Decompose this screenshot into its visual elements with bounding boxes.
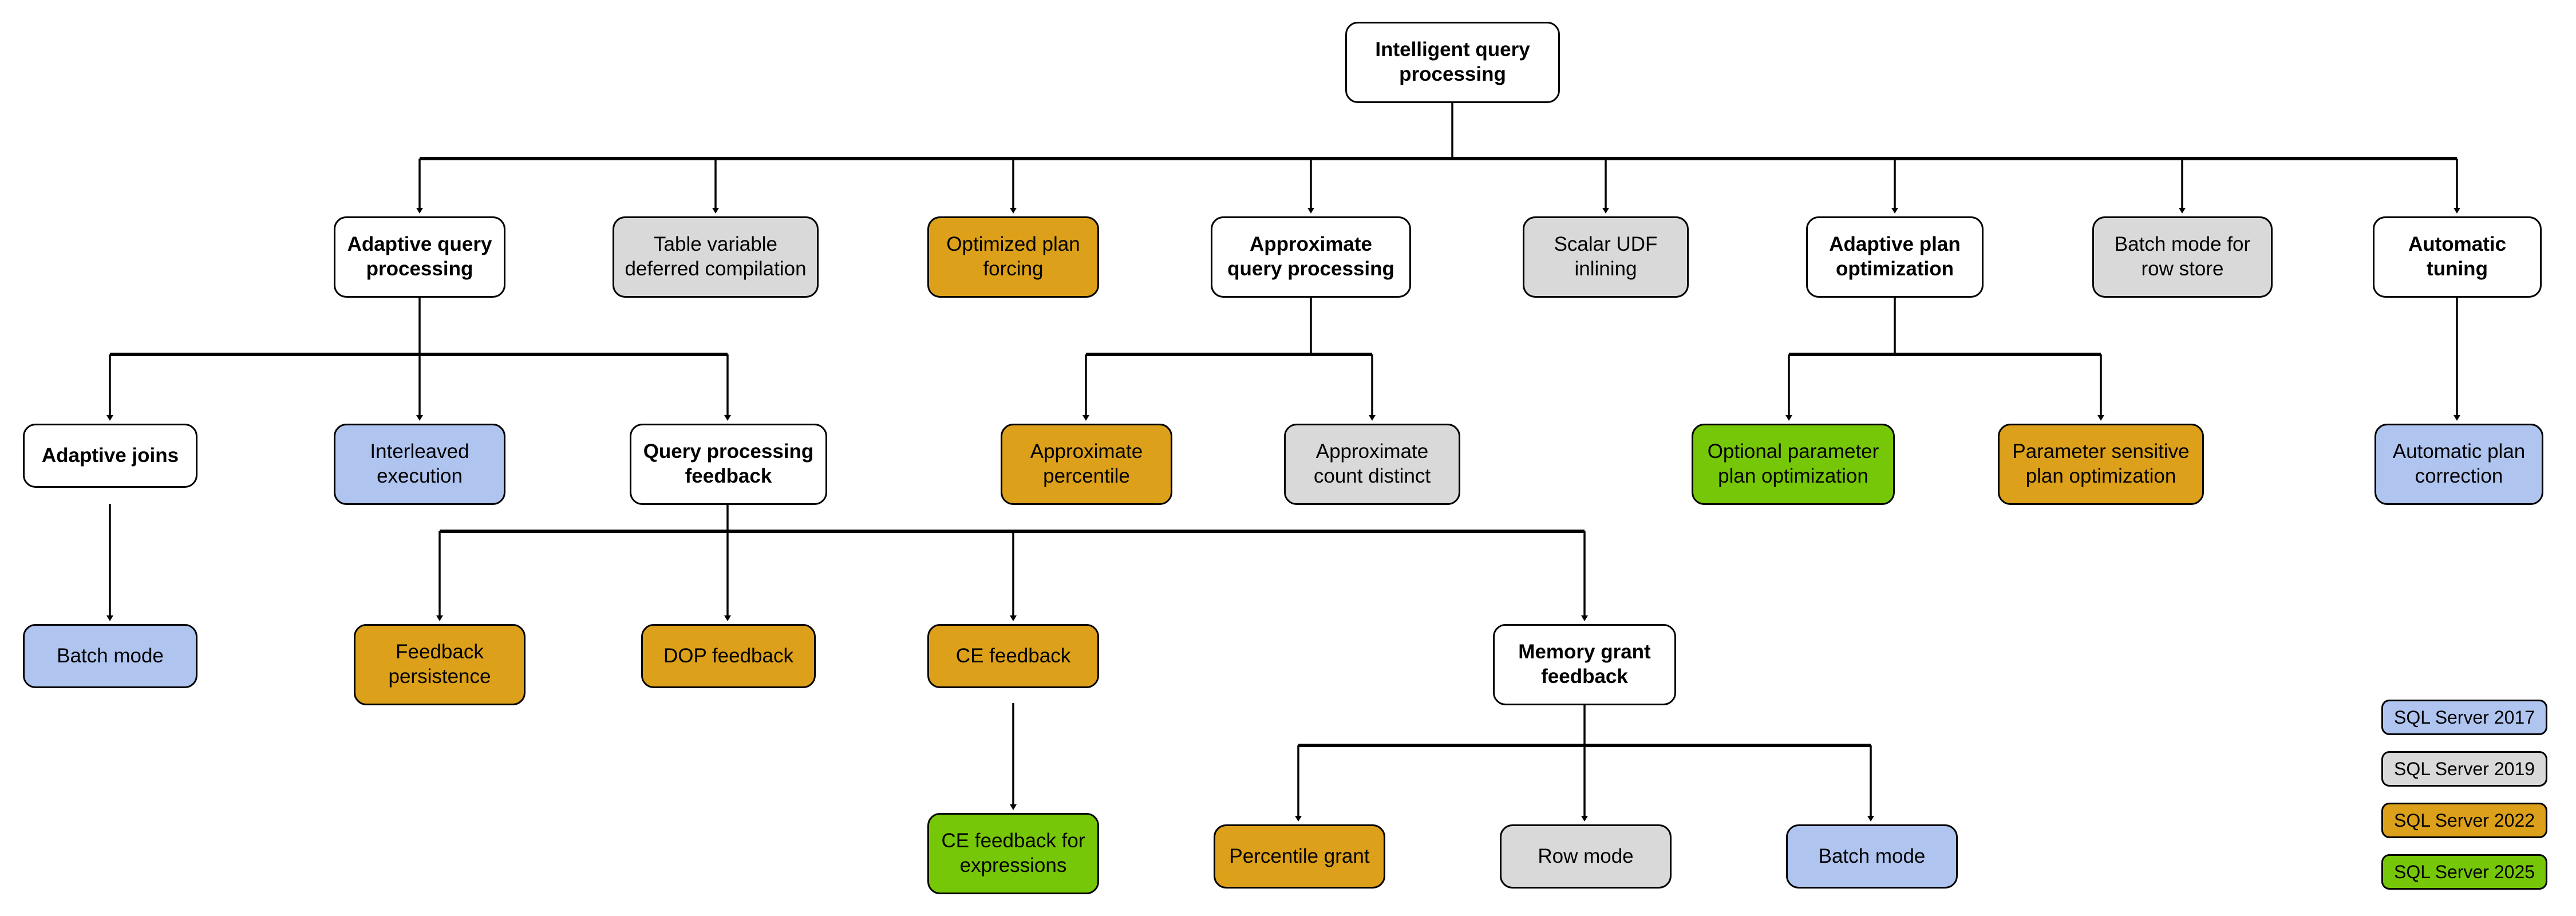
node-batch-mode-memory-grant[interactable]: Batch mode: [1786, 824, 1958, 889]
node-adaptive-plan-optimization[interactable]: Adaptive plan optimization: [1806, 216, 1984, 298]
node-adaptive-query-processing[interactable]: Adaptive query processing: [334, 216, 505, 298]
node-batch-mode-for-row-store[interactable]: Batch mode for row store: [2092, 216, 2273, 298]
node-approximate-percentile[interactable]: Approximate percentile: [1001, 424, 1172, 505]
node-interleaved-execution[interactable]: Interleaved execution: [334, 424, 505, 505]
node-approximate-count-distinct[interactable]: Approximate count distinct: [1284, 424, 1460, 505]
node-ce-feedback[interactable]: CE feedback: [927, 624, 1099, 688]
node-query-processing-feedback[interactable]: Query processing feedback: [630, 424, 827, 505]
node-ce-feedback-for-expressions[interactable]: CE feedback for expressions: [927, 813, 1099, 894]
node-adaptive-joins[interactable]: Adaptive joins: [23, 424, 197, 488]
node-optional-parameter-plan-optimization[interactable]: Optional parameter plan optimization: [1692, 424, 1895, 505]
legend-item-sql-server-2017: SQL Server 2017: [2381, 700, 2547, 735]
node-approximate-query-processing[interactable]: Approximate query processing: [1211, 216, 1411, 298]
node-scalar-udf-inlining[interactable]: Scalar UDF inlining: [1523, 216, 1689, 298]
node-table-variable-deferred-compilation[interactable]: Table variable deferred compilation: [613, 216, 819, 298]
node-percentile-grant[interactable]: Percentile grant: [1214, 824, 1385, 889]
node-memory-grant-feedback[interactable]: Memory grant feedback: [1493, 624, 1676, 705]
node-feedback-persistence[interactable]: Feedback persistence: [354, 624, 526, 705]
legend-item-sql-server-2025: SQL Server 2025: [2381, 854, 2547, 890]
legend-item-sql-server-2022: SQL Server 2022: [2381, 803, 2547, 838]
node-automatic-plan-correction[interactable]: Automatic plan correction: [2374, 424, 2543, 505]
node-batch-mode-adaptive-joins[interactable]: Batch mode: [23, 624, 197, 688]
node-intelligent-query-processing[interactable]: Intelligent query processing: [1345, 22, 1560, 103]
node-parameter-sensitive-plan-optimization[interactable]: Parameter sensitive plan optimization: [1998, 424, 2204, 505]
node-row-mode[interactable]: Row mode: [1500, 824, 1672, 889]
node-automatic-tuning[interactable]: Automatic tuning: [2373, 216, 2542, 298]
node-dop-feedback[interactable]: DOP feedback: [641, 624, 816, 688]
legend-item-sql-server-2019: SQL Server 2019: [2381, 751, 2547, 787]
node-optimized-plan-forcing[interactable]: Optimized plan forcing: [927, 216, 1099, 298]
